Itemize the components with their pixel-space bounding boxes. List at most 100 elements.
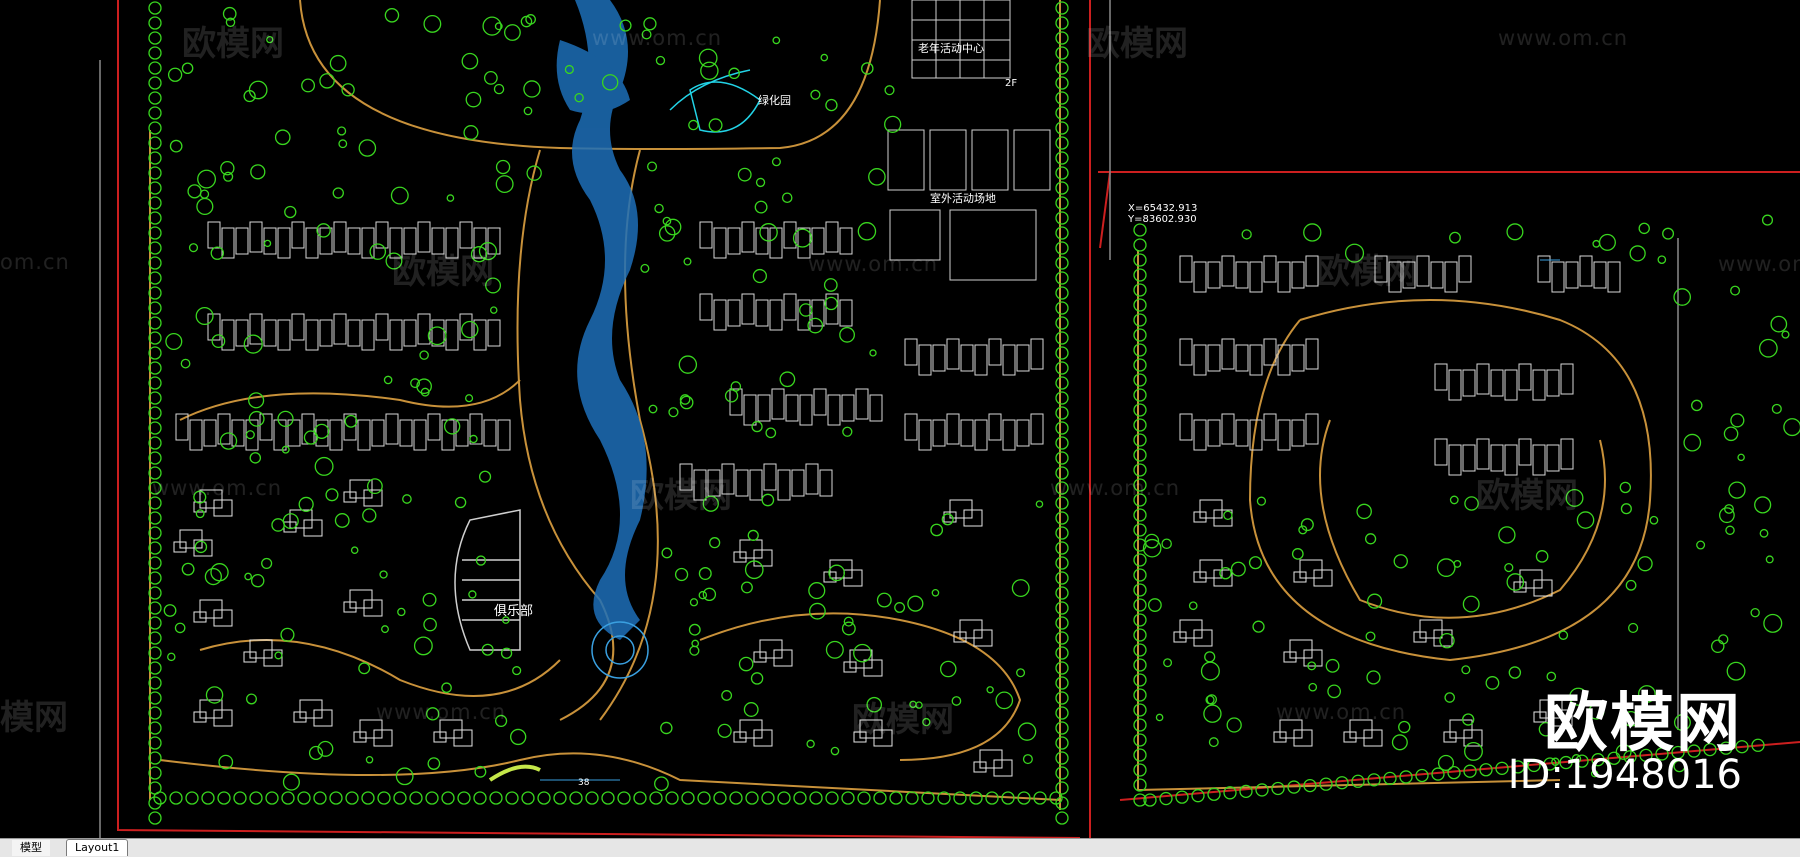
tree	[1300, 518, 1314, 532]
tree	[1535, 550, 1549, 563]
apartment-unit	[291, 221, 305, 249]
apartment-unit	[1249, 419, 1263, 451]
apartment-unit	[769, 299, 783, 331]
tree	[148, 286, 162, 300]
tree	[909, 700, 917, 709]
tree	[1770, 315, 1788, 333]
tree	[1055, 466, 1069, 480]
tab-model[interactable]: 模型	[12, 840, 50, 856]
apartment-unit	[473, 319, 487, 351]
tree	[1367, 773, 1381, 787]
tree	[325, 488, 339, 502]
tree	[148, 46, 162, 60]
tree	[1142, 538, 1162, 558]
tree	[1546, 671, 1557, 682]
apartment-unit	[305, 319, 319, 351]
tree	[1303, 223, 1322, 242]
apartment-unit	[799, 394, 813, 426]
tree	[1464, 496, 1479, 511]
tree	[665, 791, 679, 805]
tree	[1453, 559, 1462, 568]
apartment-unit	[918, 344, 932, 376]
tree	[211, 334, 226, 349]
tree	[691, 639, 700, 648]
villa	[733, 539, 773, 567]
tree	[841, 621, 856, 636]
tree	[1255, 783, 1269, 797]
apartment-unit	[1448, 444, 1462, 476]
apartment-unit	[347, 319, 361, 347]
apartment-unit	[1193, 419, 1207, 451]
villa	[1173, 619, 1213, 647]
tree	[510, 728, 527, 746]
tree	[1133, 493, 1147, 507]
tree	[1504, 562, 1514, 573]
apartment-unit	[1551, 261, 1565, 293]
tree	[345, 791, 359, 805]
tree	[1230, 561, 1246, 577]
tree	[148, 226, 162, 240]
tree	[1737, 453, 1745, 462]
tree	[1683, 433, 1702, 452]
club-building	[454, 509, 649, 679]
apartment-unit	[277, 227, 291, 259]
tree	[922, 717, 931, 727]
apartment-unit	[1532, 369, 1546, 401]
apartment-unit	[713, 299, 727, 331]
apartment-unit	[1235, 344, 1249, 372]
apartment-unit	[679, 463, 693, 491]
tree	[1055, 616, 1069, 630]
apartment-unit	[797, 227, 811, 259]
tree	[297, 791, 311, 805]
tree	[219, 432, 238, 450]
villa	[1533, 699, 1573, 727]
tree	[1325, 658, 1340, 673]
cad-model-space[interactable]: 俱乐部 室外活动场地 老年活动中心 绿化园 2F X=65432.913 Y=8…	[0, 0, 1800, 838]
tree	[698, 567, 712, 581]
tree	[1133, 793, 1147, 807]
tree	[282, 773, 300, 791]
tree-symbols	[148, 1, 1800, 825]
tree	[1364, 533, 1377, 545]
tree	[1001, 791, 1015, 805]
tree	[427, 757, 441, 770]
apartment-unit	[1593, 261, 1607, 289]
tree	[338, 139, 348, 149]
tree	[1017, 722, 1037, 741]
tree	[485, 277, 502, 294]
coord-y-label: Y=83602.930	[1128, 214, 1197, 225]
tree	[1133, 748, 1147, 762]
apartment-unit	[1462, 369, 1476, 397]
apartment-unit	[904, 413, 918, 441]
tree	[148, 676, 162, 690]
tree	[148, 661, 162, 675]
tree	[781, 192, 793, 204]
apartment-unit	[1249, 261, 1263, 293]
tree	[1055, 661, 1069, 675]
sports-courts	[887, 0, 1051, 281]
tree	[263, 239, 272, 248]
apartment-unit	[273, 419, 287, 451]
tree	[377, 791, 391, 805]
tree	[1559, 755, 1573, 770]
tree	[1696, 540, 1706, 550]
tree	[1783, 418, 1800, 437]
tree	[489, 306, 498, 314]
apartment-unit	[1305, 255, 1319, 287]
apartment-unit	[785, 394, 799, 422]
tab-layout1[interactable]: Layout1	[66, 839, 129, 856]
apartment-unit	[1560, 363, 1574, 395]
tree	[425, 791, 439, 805]
tree	[700, 61, 719, 81]
tree	[1133, 238, 1147, 252]
layout-tab-bar: 模型 Layout1	[0, 838, 1800, 857]
tree	[470, 246, 488, 263]
apartment-unit	[1277, 261, 1291, 293]
tree	[931, 588, 940, 597]
apartment-unit	[1448, 369, 1462, 401]
tree	[361, 791, 375, 805]
apartment-unit	[459, 313, 473, 341]
apartment-unit	[1560, 438, 1574, 470]
tree	[478, 242, 498, 261]
tree	[520, 15, 533, 28]
